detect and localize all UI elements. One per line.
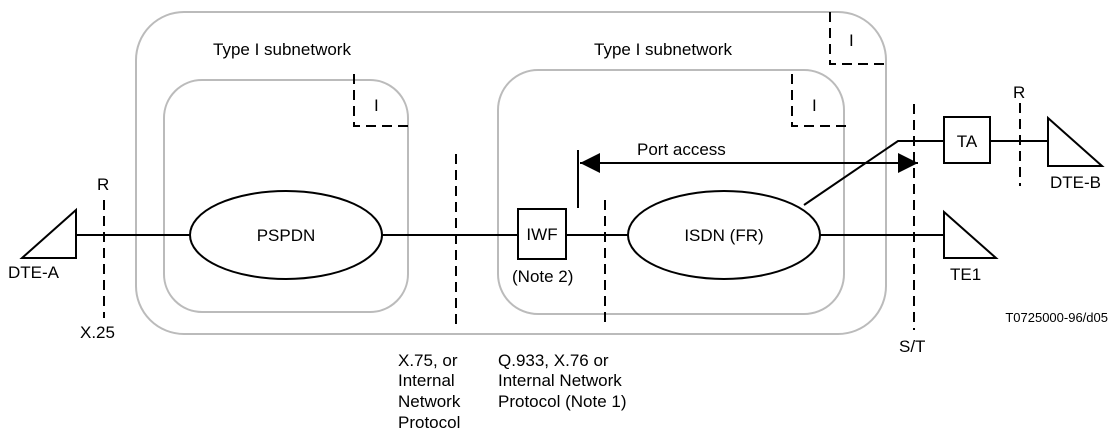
svg-text:I: I (812, 96, 817, 115)
isdn-ellipse (627, 190, 821, 280)
ta-label: TA (957, 132, 978, 151)
svg-text:I: I (374, 96, 379, 115)
pspdn-ellipse (189, 190, 383, 280)
isdn-label: ISDN (FR) (684, 226, 763, 245)
iwf-box (517, 208, 567, 260)
te1-label: TE1 (950, 265, 981, 284)
ta-box (943, 116, 991, 164)
te1-terminal (943, 209, 999, 259)
figure-code: T0725000-96/d05 (1005, 310, 1108, 325)
inner-subnetwork-label: Type I subnetwork (594, 40, 732, 59)
dte-b-terminal (1047, 115, 1105, 167)
x25-label: X.25 (80, 323, 115, 342)
outer-corner-marker: I (829, 12, 884, 65)
outer-subnetwork-label: Type I subnetwork (213, 40, 351, 59)
dte-a-label: DTE-A (8, 263, 60, 282)
dte-a-terminal (19, 207, 77, 259)
right-corner-marker: I (791, 74, 846, 127)
r-left-label: R (97, 175, 109, 194)
pspdn-label: PSPDN (257, 226, 316, 245)
link-isdn-ta (803, 140, 944, 206)
left-corner-marker: I (353, 74, 408, 127)
iwf-label: IWF (526, 225, 557, 244)
pspdn-domain-box (163, 79, 409, 313)
inner-subnetwork-box (497, 69, 845, 315)
x75-label: X.75, or Internal Network Protocol (398, 351, 465, 432)
q933-label: Q.933, X.76 or Internal Network Protocol… (498, 351, 627, 411)
r-right-label: R (1013, 83, 1025, 102)
outer-subnetwork-box (135, 11, 887, 335)
port-access-label: Port access (637, 140, 726, 159)
iwf-note: (Note 2) (512, 267, 573, 286)
st-label: S/T (899, 337, 925, 356)
svg-text:I: I (849, 31, 854, 50)
dte-b-label: DTE-B (1050, 173, 1101, 192)
